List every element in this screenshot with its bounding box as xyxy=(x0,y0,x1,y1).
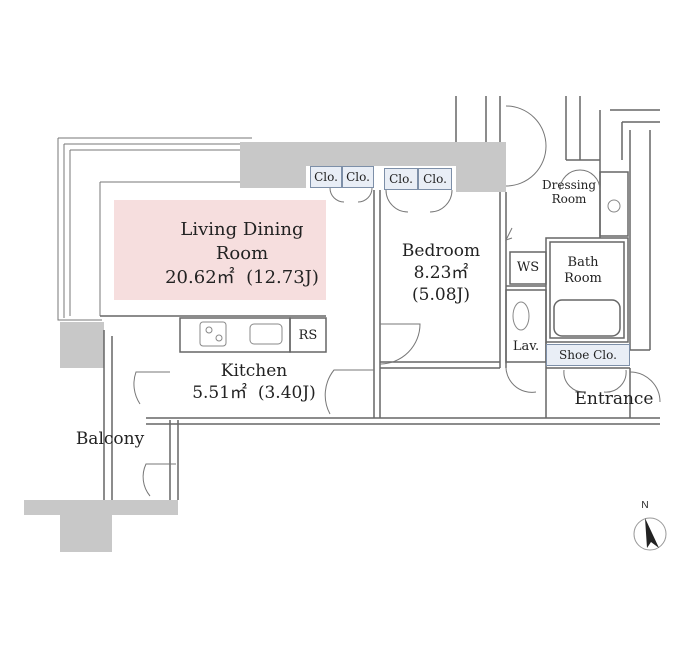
kitchen-label: Kitchen 5.51㎡ (3.40J) xyxy=(180,360,328,404)
bath-line2: Room xyxy=(564,271,602,286)
balcony-label: Balcony xyxy=(75,429,145,449)
lav-label: Lav. xyxy=(512,339,540,354)
entrance-label: Entrance xyxy=(574,389,654,409)
ldr-label: Living Dining Room 20.62㎡ (12.73J) xyxy=(160,218,324,290)
closet-3: Clo. xyxy=(384,168,418,190)
bath-label: Bath Room xyxy=(552,255,614,287)
bedroom-label: Bedroom 8.23㎡ (5.08J) xyxy=(384,240,498,306)
closet-4: Clo. xyxy=(418,168,452,190)
top-wall xyxy=(240,142,506,192)
kitchen-fixtures xyxy=(199,199,621,347)
compass xyxy=(633,517,667,551)
bedroom-name: Bedroom xyxy=(401,241,481,261)
left-wall-column xyxy=(60,322,104,368)
door-swings xyxy=(133,105,661,497)
shoe-closet: Shoe Clo. xyxy=(546,344,630,366)
dressing-line2: Room xyxy=(551,192,587,206)
compass-label: N xyxy=(641,500,649,511)
balcony-rail xyxy=(57,137,252,321)
ldr-name-2: Room xyxy=(215,243,269,264)
interior-walls xyxy=(100,96,660,500)
kitchen-name: Kitchen xyxy=(220,361,288,381)
top-wall-left xyxy=(240,142,306,188)
ldr-name-1: Living Dining xyxy=(180,219,304,240)
compass-needle-icon xyxy=(645,518,659,548)
closet-2: Clo. xyxy=(342,166,374,188)
ldr-area: 20.62㎡ (12.73J) xyxy=(160,266,324,290)
balcony-slab xyxy=(24,500,178,552)
kitchen-area-j: (3.40J) xyxy=(257,383,316,403)
ws-label: WS xyxy=(516,260,540,275)
bedroom-area: 8.23㎡ xyxy=(413,263,469,283)
kitchen-area: 5.51㎡ (3.40J) xyxy=(180,382,328,404)
kitchen-area-sqm: 5.51㎡ xyxy=(192,383,248,403)
ldr-highlight xyxy=(114,200,326,300)
ldr-area-j: (12.73J) xyxy=(246,267,319,288)
closet-1: Clo. xyxy=(310,166,342,188)
bedroom-area-j: (5.08J) xyxy=(412,285,470,305)
ldr-area-sqm: 20.62㎡ xyxy=(165,267,235,288)
rs-label: RS xyxy=(298,328,318,343)
bath-line1: Bath xyxy=(567,255,599,270)
dressing-line1: Dressing xyxy=(541,178,597,192)
dressing-label: Dressing Room xyxy=(536,178,602,206)
